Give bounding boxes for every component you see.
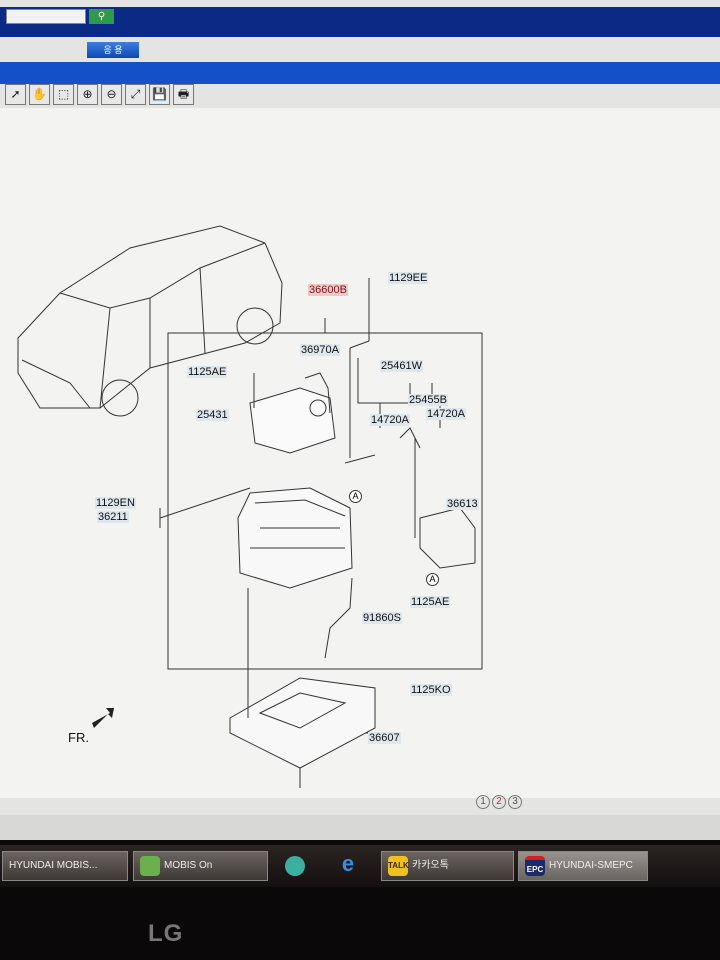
- part-label[interactable]: 25431: [196, 409, 229, 421]
- part-label[interactable]: 25461W: [380, 360, 423, 372]
- part-label[interactable]: 1129EN: [95, 497, 136, 509]
- search-input[interactable]: [6, 9, 86, 24]
- page-3-button[interactable]: 3: [508, 795, 522, 809]
- parts-diagram[interactable]: 36600B 1129EE 36970A 1125AE 25461W 25431…: [0, 108, 720, 798]
- reference-mark: A: [426, 573, 439, 586]
- part-label[interactable]: 36607: [368, 732, 401, 744]
- part-label[interactable]: 36613: [446, 498, 479, 510]
- reference-mark: A: [349, 490, 362, 503]
- zoom-out-icon[interactable]: ⊖: [101, 84, 122, 105]
- internet-explorer-icon[interactable]: e: [341, 851, 355, 876]
- epc-icon: EPC: [525, 856, 545, 876]
- page-navigation: 1 2 3: [476, 795, 522, 809]
- part-label[interactable]: 91860S: [362, 612, 402, 624]
- taskbar-item-mobis-on[interactable]: MOBIS On: [133, 851, 268, 881]
- kakaotalk-icon: TALK: [388, 856, 409, 876]
- apply-button[interactable]: 응 용: [87, 42, 139, 58]
- app-icon[interactable]: [285, 856, 305, 876]
- fit-screen-icon[interactable]: ⤢: [125, 84, 146, 105]
- search-icon: ⚲: [97, 11, 106, 22]
- search-bar: [0, 7, 720, 37]
- part-label[interactable]: 36211: [97, 511, 129, 523]
- diagram-toolbar: ➚✋⬚⊕⊖⤢💾🖶: [5, 84, 194, 105]
- taskbar-label: HYUNDAI-SMEPC: [549, 860, 633, 871]
- save-icon[interactable]: 💾: [149, 84, 170, 105]
- part-label[interactable]: 1125KO: [410, 684, 452, 696]
- lg-logo: LG: [148, 920, 184, 947]
- chat-bubbles-icon: [140, 856, 160, 876]
- car-outline: [17, 225, 283, 409]
- taskbar-item-hyundai-smepc[interactable]: EPC HYUNDAI-SMEPC: [518, 851, 648, 881]
- part-label[interactable]: 14720A: [370, 414, 410, 426]
- taskbar-label: HYUNDAI MOBIS...: [9, 860, 98, 871]
- part-label[interactable]: 1125AE: [410, 596, 451, 608]
- front-arrow: [92, 708, 114, 728]
- status-area: [0, 815, 720, 840]
- monitor-screen: ⚲ 응 용 ➚✋⬚⊕⊖⤢💾🖶 3: [0, 0, 720, 840]
- pointer-icon[interactable]: ➚: [5, 84, 26, 105]
- taskbar-label: MOBIS On: [164, 860, 213, 871]
- part-label[interactable]: 1125AE: [187, 366, 228, 378]
- part-label[interactable]: 14720A: [426, 408, 466, 420]
- pan-hand-icon[interactable]: ✋: [29, 84, 50, 105]
- front-direction-label: FR.: [68, 730, 89, 745]
- taskbar-label: 카카오톡: [412, 860, 449, 871]
- search-button[interactable]: ⚲: [89, 9, 114, 24]
- zoom-in-icon[interactable]: ⊕: [77, 84, 98, 105]
- zoom-area-icon[interactable]: ⬚: [53, 84, 74, 105]
- diagram-drawing: [17, 225, 483, 788]
- title-bar: [0, 62, 720, 84]
- print-icon[interactable]: 🖶: [173, 84, 194, 105]
- part-label[interactable]: 1129EE: [388, 272, 429, 284]
- page-2-button[interactable]: 2: [492, 795, 506, 809]
- taskbar-item-hyundai-mobis[interactable]: HYUNDAI MOBIS...: [2, 851, 128, 881]
- part-label-assembly[interactable]: 36600B: [308, 284, 348, 296]
- part-label[interactable]: 25455B: [408, 394, 448, 406]
- part-label[interactable]: 36970A: [300, 344, 340, 356]
- page-1-button[interactable]: 1: [476, 795, 490, 809]
